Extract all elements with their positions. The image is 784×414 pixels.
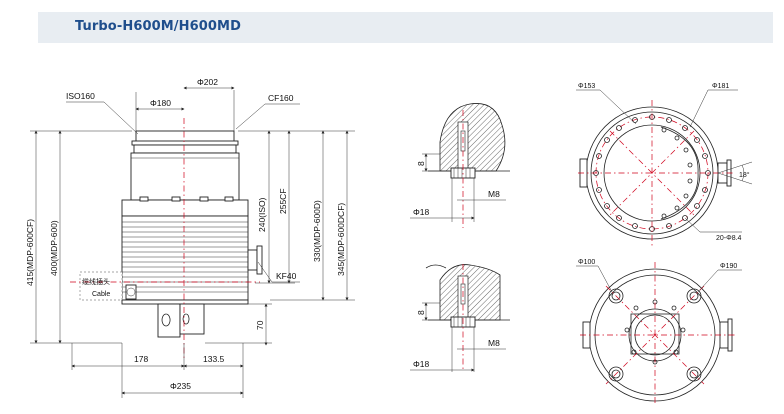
label-h8-top: 8 bbox=[416, 161, 426, 166]
label-d180: Φ180 bbox=[150, 98, 171, 108]
kf40-port bbox=[247, 249, 258, 271]
label-cable-en: Cable bbox=[92, 291, 110, 298]
pump-side-view: ISO160 CF160 Φ180 Φ202 240(ISO) 255CF 33… bbox=[25, 77, 355, 398]
label-h400: 400(MDP-600) bbox=[49, 220, 59, 276]
label-cf160: CF160 bbox=[268, 93, 294, 103]
label-d190: Φ190 bbox=[720, 263, 737, 270]
label-angle-18: 18° bbox=[739, 171, 750, 179]
label-d18-top: Φ18 bbox=[413, 207, 430, 217]
label-d100: Φ100 bbox=[578, 259, 595, 266]
label-holes: 20-Φ8.4 bbox=[716, 235, 742, 242]
label-d202: Φ202 bbox=[197, 77, 218, 87]
label-h70: 70 bbox=[255, 320, 265, 330]
label-d153: Φ153 bbox=[578, 83, 595, 90]
pump-electronics bbox=[157, 303, 181, 338]
cable-plug bbox=[79, 271, 123, 301]
pump-finned-body bbox=[121, 215, 249, 301]
label-m8-bottom: M8 bbox=[488, 338, 500, 348]
label-h8-bottom: 8 bbox=[416, 310, 426, 315]
pump-collar bbox=[121, 199, 249, 217]
section-header: Turbo-H600M/H600MD bbox=[38, 12, 773, 43]
bolt-detail-bottom: 8 M8 Φ18 bbox=[410, 264, 510, 372]
bolt-detail-top: 8 M8 Φ18 bbox=[410, 103, 510, 228]
label-h240: 240(ISO) bbox=[257, 197, 267, 232]
label-h415: 415(MDP-600CF) bbox=[25, 219, 35, 286]
label-d181: Φ181 bbox=[712, 83, 729, 90]
label-h255: 255CF bbox=[278, 188, 288, 214]
label-kf40: KF40 bbox=[276, 271, 297, 281]
section-title: Turbo-H600M/H600MD bbox=[75, 19, 241, 34]
label-h330: 330(MDP-600D) bbox=[312, 200, 322, 262]
label-w178: 178 bbox=[134, 354, 148, 364]
flange-top-view: Φ153 Φ181 18° 20-Φ8.4 bbox=[576, 83, 753, 246]
label-m8-top: M8 bbox=[488, 189, 500, 199]
label-d18-bottom: Φ18 bbox=[413, 359, 430, 369]
label-cable-cn: 缆线插头 bbox=[82, 277, 110, 286]
pump-upper-body bbox=[130, 152, 240, 201]
label-w133: 133.5 bbox=[203, 354, 225, 364]
flange-bottom-view: Φ100 Φ190 bbox=[576, 259, 742, 405]
label-h345: 345(MDP-600DCF) bbox=[336, 203, 346, 276]
label-d235: Φ235 bbox=[170, 381, 191, 391]
label-iso160: ISO160 bbox=[66, 91, 95, 101]
